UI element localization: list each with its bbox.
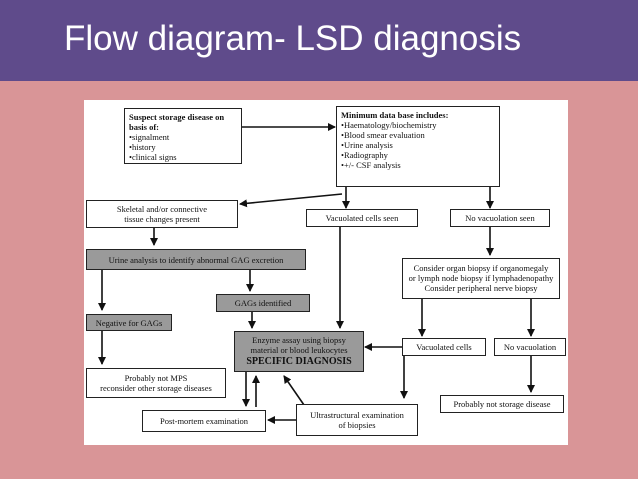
slide-title: Flow diagram- LSD diagnosis <box>64 19 522 58</box>
enzyme-line2: material or blood leukocytes <box>250 345 348 355</box>
enzyme-line1: Enzyme assay using biopsy <box>252 335 346 345</box>
consider-line1: Consider organ biopsy if organomegaly <box>413 263 549 273</box>
arrow-ultra-to-enzyme <box>283 375 305 406</box>
not-mps-line1: Probably not MPS <box>124 373 188 383</box>
specific-diagnosis-label: SPECIFIC DIAGNOSIS <box>246 356 352 367</box>
skeletal-line2: tissue changes present <box>124 214 200 224</box>
list-item: •Radiography <box>341 150 388 160</box>
arrow-mdb-to-skeletal <box>239 193 343 208</box>
post-mortem-box: Post-mortem examination <box>142 410 266 432</box>
ultrastructural-line2: of biopsies <box>338 420 376 430</box>
list-item: •+/- CSF analysis <box>341 160 401 170</box>
skeletal-line1: Skeletal and/or connective <box>116 204 208 214</box>
consider-line3: Consider peripheral nerve biopsy <box>424 283 538 293</box>
not-mps-line2: reconsider other storage diseases <box>100 383 212 393</box>
flow-diagram: Suspect storage disease on basis of: •si… <box>84 100 568 445</box>
suspect-heading: Suspect storage disease on basis of: <box>129 112 225 132</box>
not-mps-box: Probably not MPS reconsider other storag… <box>86 368 226 398</box>
vacuolated-seen-label: Vacuolated cells seen <box>325 213 399 223</box>
list-item: •clinical signs <box>129 152 177 162</box>
post-mortem-label: Post-mortem examination <box>159 416 249 426</box>
gags-identified-box: GAGs identified <box>216 294 310 312</box>
mdb-box: Minimum data base includes: •Haematology… <box>336 106 500 187</box>
consider-line2: or lymph node biopsy if lymphadenopathy <box>408 273 554 283</box>
urine-gag-label: Urine analysis to identify abnormal GAG … <box>108 255 284 265</box>
consider-biopsy-box: Consider organ biopsy if organomegaly or… <box>402 258 560 299</box>
list-item: •Blood smear evaluation <box>341 130 425 140</box>
gags-identified-label: GAGs identified <box>234 298 292 308</box>
title-bar: Flow diagram- LSD diagnosis <box>0 0 638 81</box>
skeletal-box: Skeletal and/or connective tissue change… <box>86 200 238 228</box>
diagram-connectors <box>98 123 535 424</box>
mdb-heading: Minimum data base includes: <box>341 110 449 120</box>
list-item: •Haematology/biochemistry <box>341 120 437 130</box>
vacuolated-seen-box: Vacuolated cells seen <box>306 209 418 227</box>
negative-gags-box: Negative for GAGs <box>86 314 172 331</box>
suspect-list: •signalment •history •clinical signs <box>129 132 237 162</box>
enzyme-assay-box: Enzyme assay using biopsy material or bl… <box>234 331 364 372</box>
mdb-list: •Haematology/biochemistry •Blood smear e… <box>341 120 495 170</box>
not-storage-label: Probably not storage disease <box>453 399 551 409</box>
list-item: •history <box>129 142 156 152</box>
list-item: •signalment <box>129 132 170 142</box>
list-item: •Urine analysis <box>341 140 393 150</box>
no-vacuolation-label: No vacuolation <box>503 342 557 352</box>
ultrastructural-line1: Ultrastructural examination <box>310 410 404 420</box>
suspect-box: Suspect storage disease on basis of: •si… <box>124 108 242 164</box>
ultrastructural-box: Ultrastructural examination of biopsies <box>296 404 418 436</box>
vacuolated-cells-label: Vacuolated cells <box>416 342 472 352</box>
no-vacuolation-seen-box: No vacuolation seen <box>450 209 550 227</box>
negative-gags-label: Negative for GAGs <box>95 318 163 328</box>
no-vacuolation-box: No vacuolation <box>494 338 566 356</box>
vacuolated-cells-box: Vacuolated cells <box>402 338 486 356</box>
no-vacuolation-seen-label: No vacuolation seen <box>465 213 535 223</box>
urine-gag-box: Urine analysis to identify abnormal GAG … <box>86 249 306 270</box>
not-storage-box: Probably not storage disease <box>440 395 564 413</box>
